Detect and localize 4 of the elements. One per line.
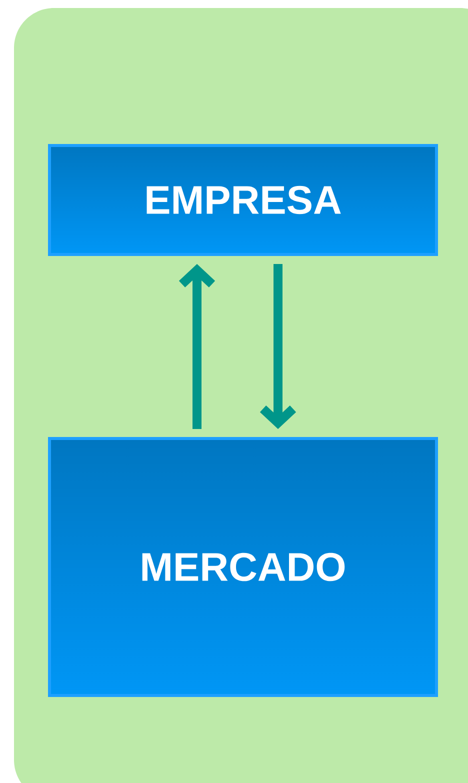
arrow <box>178 264 216 429</box>
arrow <box>260 264 296 429</box>
box: EMPRESA <box>48 144 438 256</box>
box: MERCADO <box>48 437 438 697</box>
